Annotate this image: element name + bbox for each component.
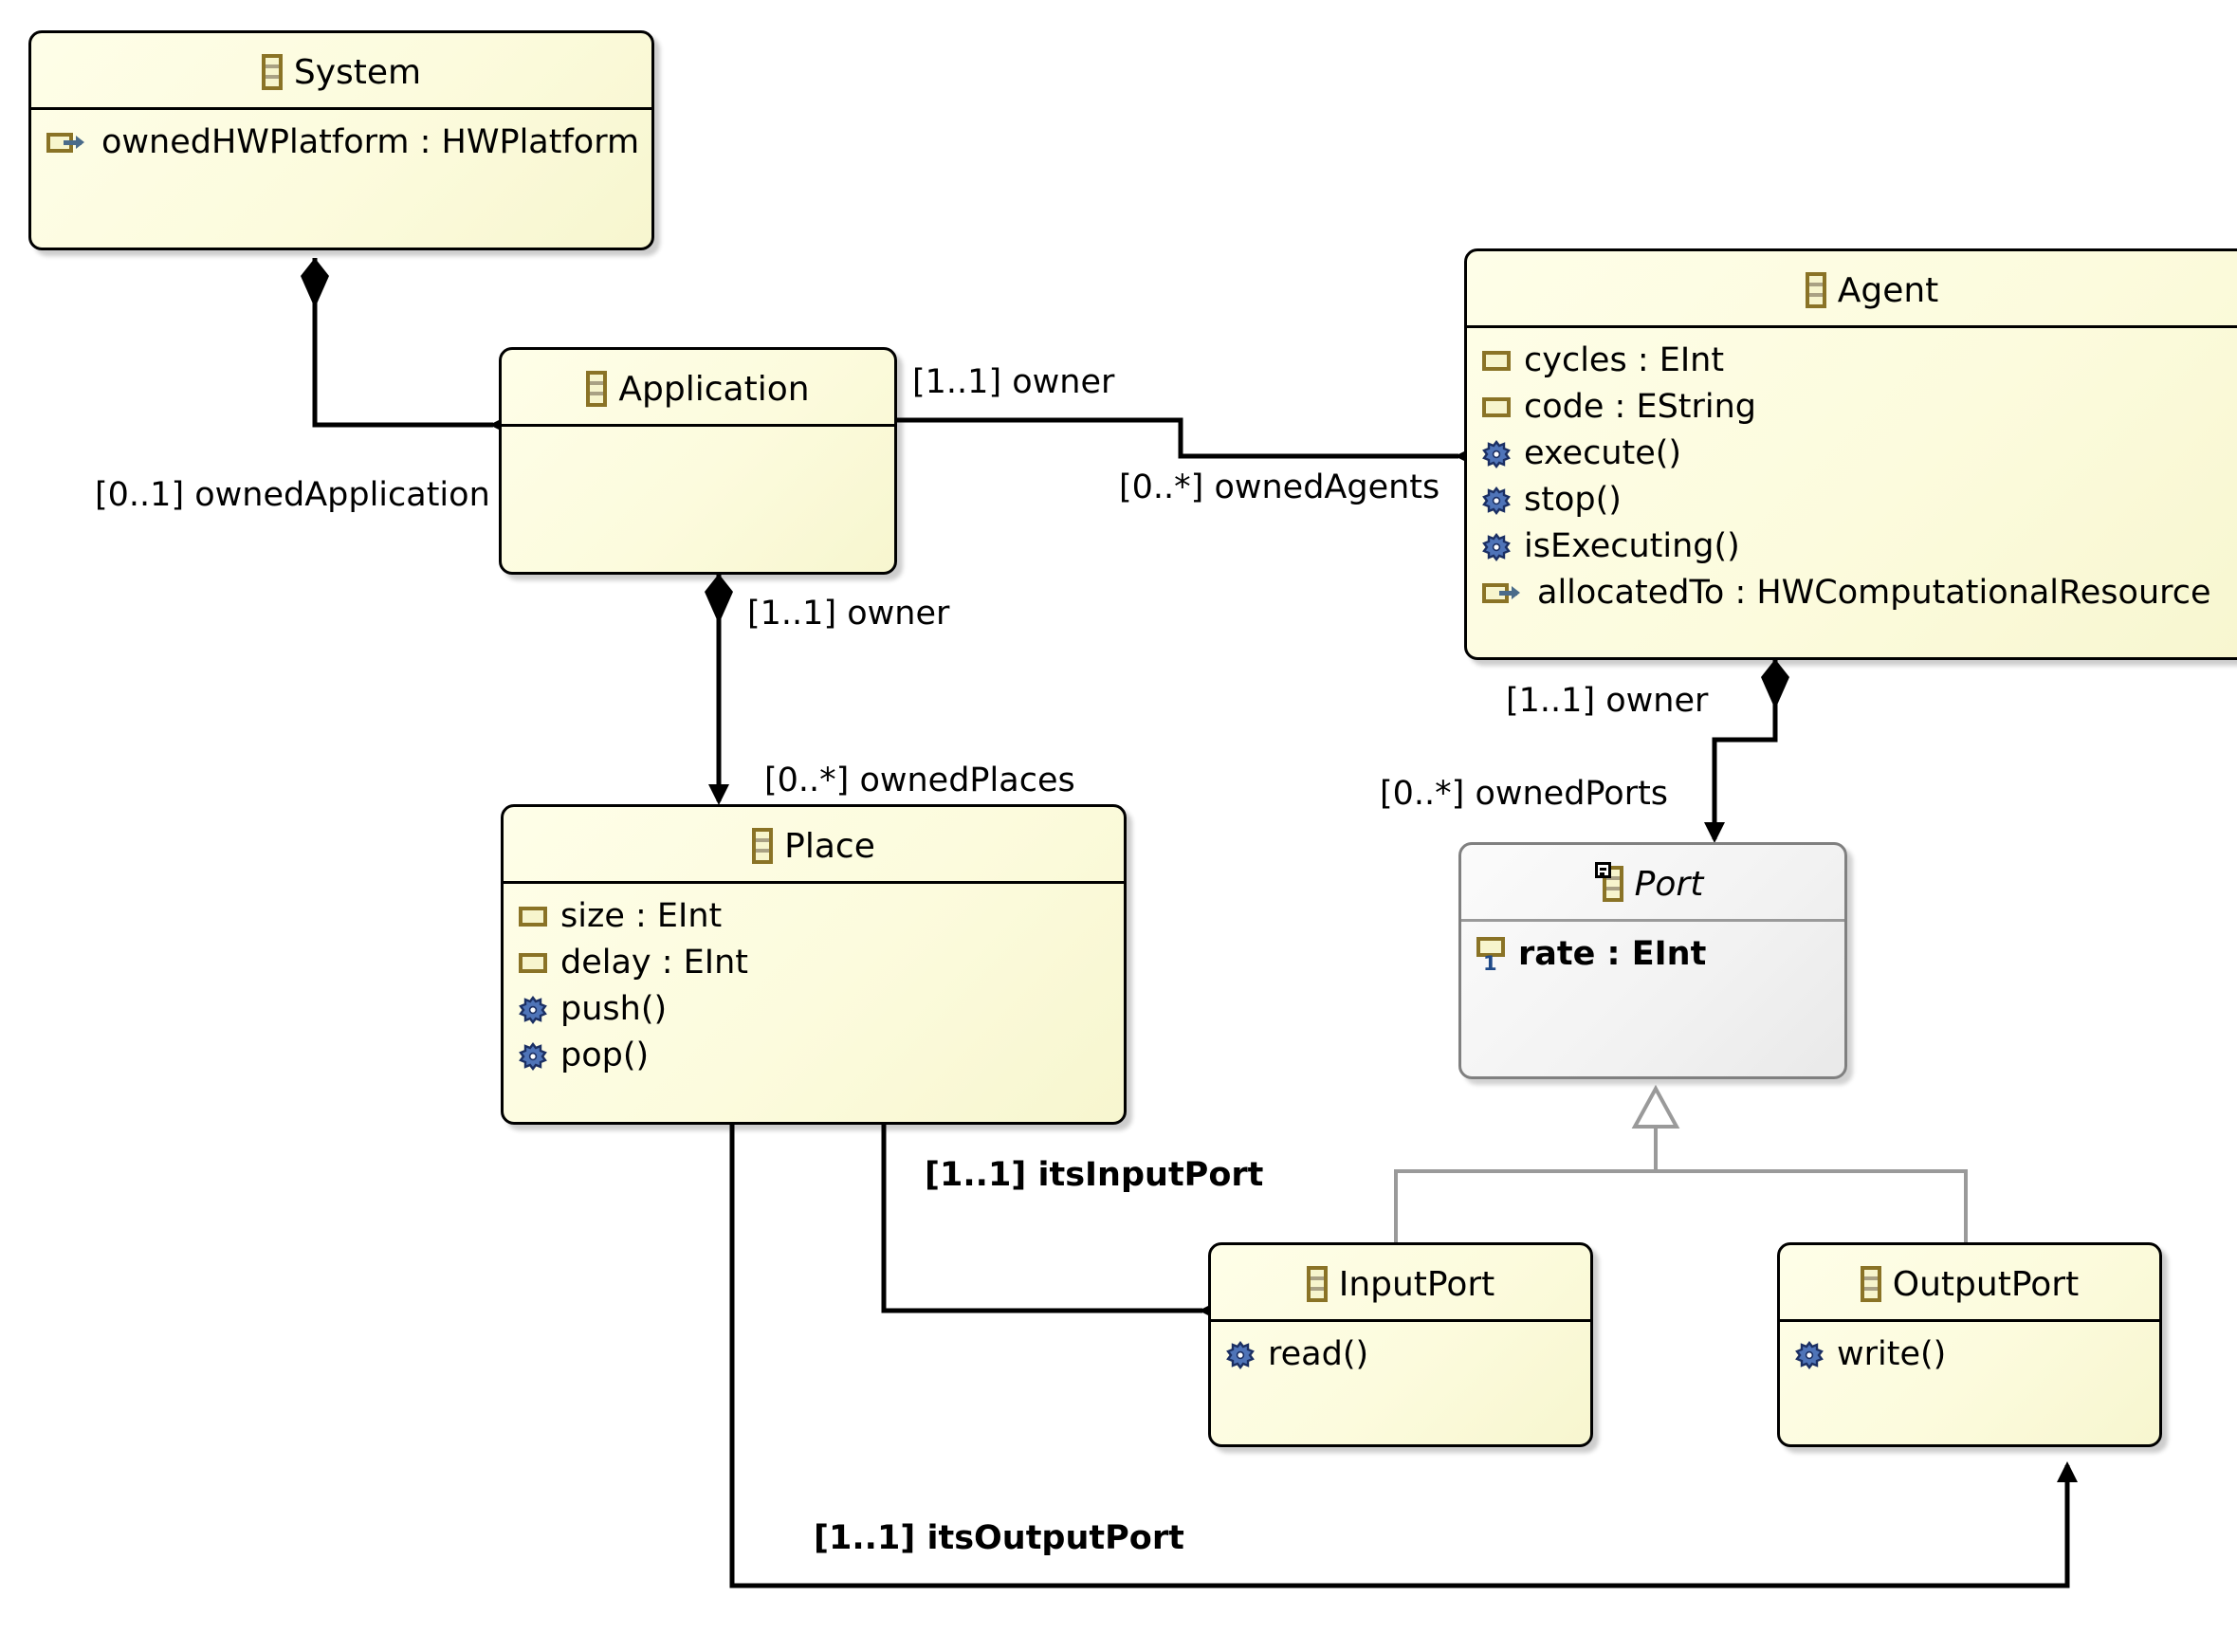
attribute-icon bbox=[519, 907, 547, 927]
class-title-application: Application bbox=[502, 350, 894, 427]
class-icon bbox=[586, 371, 608, 407]
class-title-inputport: InputPort bbox=[1211, 1245, 1590, 1322]
class-members-application bbox=[502, 427, 894, 436]
class-box-application[interactable]: Application bbox=[499, 347, 897, 575]
edge-application-ownedagents bbox=[847, 406, 1476, 467]
edge-label-owner-place: [1..1] owner bbox=[747, 595, 950, 633]
class-box-inputport[interactable]: InputPort read() bbox=[1208, 1242, 1593, 1447]
member-label: isExecuting() bbox=[1524, 527, 1740, 566]
member-label: cycles : EInt bbox=[1524, 341, 1725, 380]
attribute-icon bbox=[1482, 397, 1511, 417]
class-name-port: Port bbox=[1634, 864, 1704, 904]
member-label: code : EString bbox=[1524, 388, 1757, 427]
edge-system-ownedapplication bbox=[301, 258, 510, 435]
reference-icon bbox=[46, 132, 88, 155]
edge-label-owner-port: [1..1] owner bbox=[1506, 682, 1709, 720]
class-name-place: Place bbox=[784, 826, 875, 866]
class-name-system: System bbox=[293, 52, 422, 92]
member-label: allocatedTo : HWComputationalResource bbox=[1537, 574, 2211, 613]
edge-application-ownedplaces bbox=[705, 574, 733, 805]
abstract-class-icon bbox=[1594, 862, 1623, 902]
class-box-agent[interactable]: Agent cycles : EInt code : EString execu… bbox=[1464, 248, 2237, 660]
edge-generalization-port bbox=[1394, 1084, 1968, 1242]
member-row[interactable]: 1 rate : EInt bbox=[1476, 931, 1844, 978]
member-row[interactable]: isExecuting() bbox=[1482, 523, 2237, 570]
class-box-outputport[interactable]: OutputPort write() bbox=[1777, 1242, 2162, 1447]
edge-place-itsinputport bbox=[881, 1124, 1219, 1321]
attribute-icon-1: 1 bbox=[1476, 936, 1505, 973]
member-label: pop() bbox=[560, 1037, 650, 1075]
member-label: delay : EInt bbox=[560, 944, 749, 982]
member-row[interactable]: ownedHWPlatform : HWPlatform bbox=[46, 119, 651, 166]
class-name-outputport: OutputPort bbox=[1892, 1264, 2080, 1304]
member-row[interactable]: write() bbox=[1795, 1331, 2159, 1378]
member-row[interactable]: code : EString bbox=[1482, 384, 2237, 431]
member-row[interactable]: read() bbox=[1226, 1331, 1590, 1378]
class-members-inputport: read() bbox=[1211, 1322, 1590, 1378]
operation-icon bbox=[1482, 532, 1511, 561]
member-row[interactable]: push() bbox=[519, 986, 1124, 1033]
member-row[interactable]: allocatedTo : HWComputationalResource bbox=[1482, 570, 2237, 616]
operation-icon bbox=[1482, 439, 1511, 468]
class-title-place: Place bbox=[504, 807, 1124, 884]
class-members-agent: cycles : EInt code : EString execute() bbox=[1467, 328, 2237, 616]
class-members-system: ownedHWPlatform : HWPlatform bbox=[31, 110, 651, 166]
edge-label-owned-places: [0..*] ownedPlaces bbox=[764, 762, 1075, 799]
reference-icon bbox=[1482, 582, 1524, 605]
edge-label-its-output-port: [1..1] itsOutputPort bbox=[814, 1519, 1184, 1557]
operation-icon bbox=[1482, 486, 1511, 515]
class-box-place[interactable]: Place size : EInt delay : EInt push() bbox=[501, 804, 1127, 1125]
class-members-outputport: write() bbox=[1780, 1322, 2159, 1378]
class-title-system: System bbox=[31, 33, 651, 110]
member-row[interactable]: cycles : EInt bbox=[1482, 338, 2237, 384]
operation-icon bbox=[519, 995, 547, 1024]
class-icon bbox=[261, 54, 283, 90]
member-row[interactable]: delay : EInt bbox=[519, 940, 1124, 986]
member-label: size : EInt bbox=[560, 897, 723, 936]
edge-label-owned-agents: [0..*] ownedAgents bbox=[1119, 468, 1440, 506]
member-row[interactable]: stop() bbox=[1482, 477, 2237, 523]
class-title-outputport: OutputPort bbox=[1780, 1245, 2159, 1322]
member-label: read() bbox=[1268, 1335, 1369, 1374]
class-title-agent: Agent bbox=[1467, 251, 2237, 328]
member-label: push() bbox=[560, 990, 668, 1029]
operation-icon bbox=[1226, 1340, 1255, 1369]
member-label: rate : EInt bbox=[1518, 935, 1707, 974]
edge-label-owner-agent: [1..1] owner bbox=[912, 363, 1115, 401]
member-label: write() bbox=[1837, 1335, 1947, 1374]
abstract-badge-icon bbox=[1594, 862, 1611, 878]
class-members-port: 1 rate : EInt bbox=[1461, 922, 1844, 978]
class-members-place: size : EInt delay : EInt push() bbox=[504, 884, 1124, 1079]
class-box-port[interactable]: Port 1 rate : EInt bbox=[1458, 842, 1847, 1079]
operation-icon bbox=[1795, 1340, 1824, 1369]
edge-label-owned-application: [0..1] ownedApplication bbox=[95, 476, 490, 514]
class-icon bbox=[1860, 1266, 1881, 1302]
attribute-icon bbox=[1482, 351, 1511, 371]
class-box-system[interactable]: System ownedHWPlatform : HWPlatform bbox=[28, 30, 654, 250]
member-row[interactable]: execute() bbox=[1482, 431, 2237, 477]
class-name-inputport: InputPort bbox=[1338, 1264, 1495, 1304]
member-label: stop() bbox=[1524, 481, 1622, 520]
class-name-application: Application bbox=[618, 369, 810, 409]
member-row[interactable]: size : EInt bbox=[519, 893, 1124, 940]
edge-agent-ownedports bbox=[1704, 659, 1789, 843]
class-icon bbox=[752, 828, 774, 864]
edge-label-owned-ports: [0..*] ownedPorts bbox=[1380, 775, 1669, 813]
class-title-port: Port bbox=[1461, 845, 1844, 922]
member-label: execute() bbox=[1524, 434, 1682, 473]
class-name-agent: Agent bbox=[1837, 270, 1939, 310]
attribute-icon bbox=[519, 953, 547, 973]
member-label: ownedHWPlatform : HWPlatform bbox=[101, 123, 640, 162]
edge-label-its-input-port: [1..1] itsInputPort bbox=[925, 1156, 1264, 1194]
member-row[interactable]: pop() bbox=[519, 1033, 1124, 1079]
operation-icon bbox=[519, 1041, 547, 1071]
class-icon bbox=[1306, 1266, 1328, 1302]
class-icon bbox=[1805, 272, 1826, 308]
